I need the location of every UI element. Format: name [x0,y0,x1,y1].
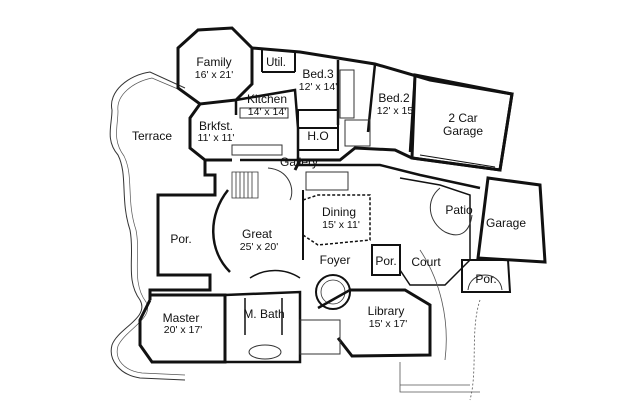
porch-right-label: Por. [475,272,496,286]
garage2-walls [410,73,514,172]
foyer-label: Foyer [320,253,351,267]
brkfst-walls [188,103,232,162]
ho-walls [297,109,339,151]
great-room-arc-left [212,189,231,273]
bed2-dims: 12' x 15' [377,105,415,117]
patio-curve [430,187,473,236]
bed3-closet [339,69,355,119]
porch-front-walls [371,244,401,276]
bottom-walkway [399,362,480,393]
terrace-outline-inner [116,77,186,376]
porch-front-label: Por. [375,254,396,268]
family-walls [176,26,254,106]
garage-walls [476,176,547,264]
master-label: Master [163,311,200,325]
brkfst-dims: 11' x 11' [198,132,235,144]
util-label: Util. [266,57,286,69]
stair [231,171,259,199]
main-outer-walls [148,160,217,300]
family-label: Family [196,55,231,69]
kitchen-dims: 14' x 14' [248,106,286,118]
drive-arc [419,249,447,361]
closet-right [299,319,341,355]
garage-label: Garage [486,216,526,230]
dining-dims: 15' x 11' [322,219,360,231]
court-label: Court [411,255,441,269]
brkfst-label: Brkfst. [199,119,233,133]
bed2-label: Bed.2 [378,91,410,105]
foyer-rotunda [315,274,351,310]
garage2-door [419,154,496,168]
kitchen-counter [231,144,283,156]
great-dims: 25' x 20' [240,241,278,253]
patio-label: Patio [445,203,473,217]
library-label: Library [368,304,405,318]
library-walls [336,288,432,358]
gallery-label: Gallery [280,155,318,169]
master-dims: 20' x 17' [164,324,202,336]
great-label: Great [242,227,273,241]
bed3-dims: 12' x 14' [299,81,337,93]
gallery-wall [298,163,481,190]
garage2-label: 2 Car [448,111,477,125]
terrace-outline [109,71,186,381]
bed2-wall [366,63,377,133]
dining-label: Dining [322,205,356,219]
library-dims: 15' x 17' [369,318,407,330]
ho-label: H.O [307,129,328,143]
mbath-label: M. Bath [243,307,284,321]
kitchen-label: Kitchen [247,92,287,106]
garage2-label-2: Garage [443,124,483,138]
tub [248,344,282,360]
terrace-label: Terrace [132,129,172,143]
mbath-walls [224,290,302,364]
family-dims: 16' x 21' [195,69,233,81]
porch-right-walls [461,259,512,293]
library-left-wall [317,288,351,310]
kitchen-island [239,107,289,119]
stair-curve [267,167,293,201]
porch-left-label: Por. [170,232,191,246]
great-room-arc-bottom [249,269,301,279]
porch-right-arch [467,274,503,291]
bed3-label: Bed.3 [302,67,334,81]
pantry [305,171,349,191]
dining-walls [302,194,371,246]
bath-shared [344,119,371,147]
drive-outer [469,299,481,401]
